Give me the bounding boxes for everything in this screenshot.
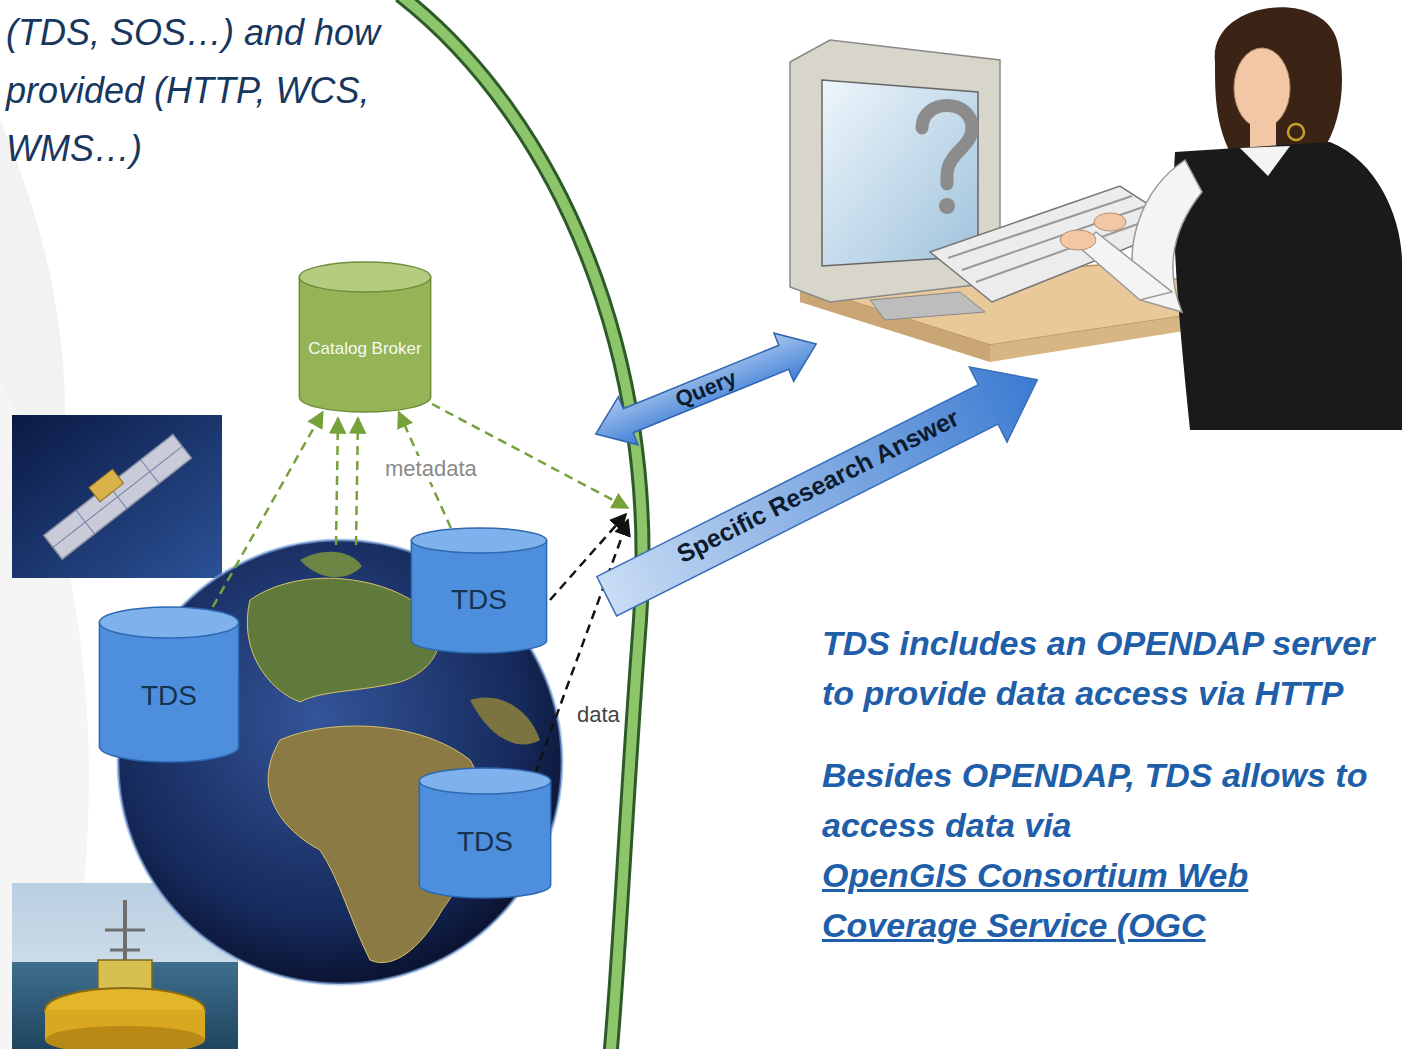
node-label: TDS	[457, 825, 513, 859]
answer-arrow	[588, 342, 1056, 634]
heading-fragment: (TDS, SOS…) and how provided (HTTP, WCS,…	[6, 4, 406, 178]
query-arrow-part	[586, 320, 826, 458]
satellite-photo-part-part	[44, 434, 192, 559]
user-at-computer-part	[1215, 7, 1342, 152]
boundary-curve-part	[400, 0, 643, 1049]
satellite-photo-part	[12, 415, 222, 578]
user-at-computer-part	[1288, 124, 1304, 140]
tds-server-cylinder: TDS	[410, 528, 548, 653]
user-at-computer	[790, 7, 1402, 430]
earth-globe-part	[300, 552, 362, 578]
user-at-computer-part	[939, 198, 955, 214]
cylinder-outline	[298, 262, 432, 412]
note-text: TDS includes an OPENDAP server to provid…	[822, 618, 1382, 718]
earth-globe-part	[247, 578, 439, 702]
answer-arrow-part	[588, 342, 1056, 634]
boundary-curve-part	[400, 0, 643, 1049]
buoy-photo-part	[105, 929, 145, 932]
satellite-photo-part-part	[53, 446, 182, 547]
link-text: OpenGIS Consortium Web Coverage Service …	[822, 850, 1382, 950]
satellite-photo-part-part	[89, 469, 124, 502]
data-label: data	[574, 702, 623, 728]
arrow-label: Query	[672, 365, 741, 413]
satellite-photo-part	[38, 427, 192, 559]
cylinder-body	[299, 277, 430, 412]
satellite-photo	[12, 415, 222, 578]
node-label: Catalog Broker	[308, 339, 421, 359]
user-at-computer-part	[1060, 230, 1096, 250]
tds-server-cylinder: TDS	[98, 607, 240, 762]
earth-globe-part	[470, 697, 540, 744]
query-arrow	[586, 320, 826, 458]
boundary-curve	[400, 0, 643, 1049]
satellite-photo-part-part	[141, 460, 159, 484]
node-text-area: Catalog Broker	[298, 262, 432, 412]
buoy-photo-part	[98, 960, 152, 990]
cylinder-top	[299, 262, 430, 292]
user-at-computer-part	[1240, 146, 1290, 176]
node-text-area: TDS	[98, 607, 240, 762]
user-at-computer-part	[822, 80, 978, 266]
satellite-photo-part-part	[76, 510, 94, 534]
catalog-broker-cylinder: Catalog Broker	[298, 262, 432, 412]
cylinder-top	[99, 607, 238, 638]
user-at-computer-part	[870, 292, 985, 320]
buoy-photo-part	[110, 949, 140, 952]
metadata-arrows-part	[336, 418, 338, 545]
cylinder-top	[419, 768, 550, 794]
metadata-label: metadata	[382, 456, 480, 482]
user-at-computer-part	[922, 106, 972, 185]
note-text: Besides OPENDAP, TDS allows to access da…	[822, 750, 1382, 850]
user-at-computer-part	[1250, 122, 1276, 148]
arrow-label: Specific Research Answer	[672, 403, 964, 569]
metadata-arrow	[213, 412, 323, 607]
user-at-computer-part	[1174, 142, 1402, 430]
cylinder-top	[411, 528, 546, 553]
user-at-computer-part	[1094, 213, 1126, 231]
node-label: TDS	[141, 679, 197, 713]
user-at-computer-part	[1234, 48, 1290, 128]
node-text-area: TDS	[418, 768, 552, 898]
metadata-arrows	[336, 404, 628, 545]
cylinder-body	[411, 541, 546, 654]
node-text-area: TDS	[410, 528, 548, 653]
cylinder-body	[419, 781, 550, 898]
metadata-arrows-part	[356, 418, 358, 545]
buoy-photo-part	[45, 1026, 205, 1049]
node-label: TDS	[451, 583, 507, 617]
cylinder-body	[99, 623, 238, 763]
tds-server-cylinder: TDS	[418, 768, 552, 898]
